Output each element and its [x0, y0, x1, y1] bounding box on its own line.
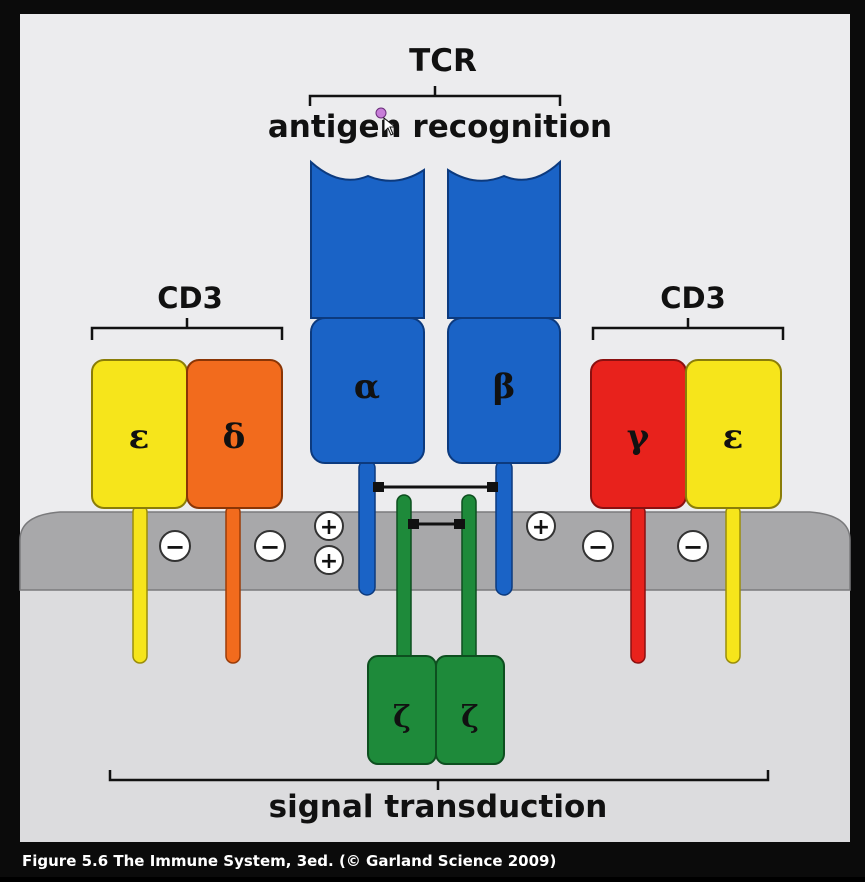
positive-charge-1: +	[314, 511, 344, 541]
svg-text:−: −	[165, 533, 185, 561]
negative-charge-4: −	[677, 530, 709, 562]
beta-transmembrane	[495, 459, 513, 596]
delta-glyph: δ	[223, 417, 246, 457]
signal-transduction-bracket	[108, 770, 770, 790]
tcr-bracket	[308, 86, 562, 106]
beta-variable-domain	[447, 159, 561, 319]
zeta-right-disulfide-node	[454, 519, 465, 529]
svg-text:+: +	[532, 515, 550, 540]
alpha-disulfide-node	[373, 482, 384, 492]
zeta-right-domain	[435, 655, 505, 765]
mouse-pointer-icon	[375, 107, 397, 136]
epsilon-left-tail	[132, 504, 148, 664]
zeta-right-glyph: ζ	[461, 700, 479, 735]
positive-charge-3: +	[526, 511, 556, 541]
svg-text:−: −	[683, 533, 703, 561]
delta-domain	[186, 359, 283, 509]
cd3-left-label: CD3	[157, 281, 223, 315]
antigen-recognition-label: antigen recognition	[268, 109, 612, 145]
alpha-variable-domain	[310, 159, 425, 319]
epsilon-left-glyph: ε	[129, 417, 150, 457]
beta-disulfide-node	[487, 482, 498, 492]
cd3-left-bracket	[90, 318, 284, 340]
gamma-glyph: γ	[627, 417, 650, 457]
alpha-glyph: α	[354, 367, 380, 407]
svg-text:−: −	[588, 533, 608, 561]
negative-charge-1: −	[159, 530, 191, 562]
negative-charge-2: −	[254, 530, 286, 562]
signal-transduction-label: signal transduction	[269, 789, 608, 825]
negative-charge-3: −	[582, 530, 614, 562]
beta-glyph: β	[493, 367, 516, 407]
zeta-left-disulfide-node	[408, 519, 419, 529]
alpha-transmembrane	[358, 459, 376, 596]
svg-text:+: +	[320, 515, 338, 540]
svg-text:+: +	[320, 549, 338, 574]
epsilon-right-tail	[725, 504, 741, 664]
svg-text:−: −	[260, 533, 280, 561]
figure-caption: Figure 5.6 The Immune System, 3ed. (© Ga…	[22, 852, 556, 870]
zeta-left-glyph: ζ	[393, 700, 411, 735]
epsilon-right-glyph: ε	[723, 417, 744, 457]
cd3-right-label: CD3	[660, 281, 726, 315]
beta-constant-domain	[447, 317, 561, 464]
positive-charge-2: +	[314, 545, 344, 575]
epsilon-right-domain	[685, 359, 782, 509]
cd3-right-bracket	[591, 318, 785, 340]
delta-tail	[225, 504, 241, 664]
alpha-constant-domain	[310, 317, 425, 464]
tcr-label: TCR	[409, 43, 477, 79]
gamma-tail	[630, 504, 646, 664]
